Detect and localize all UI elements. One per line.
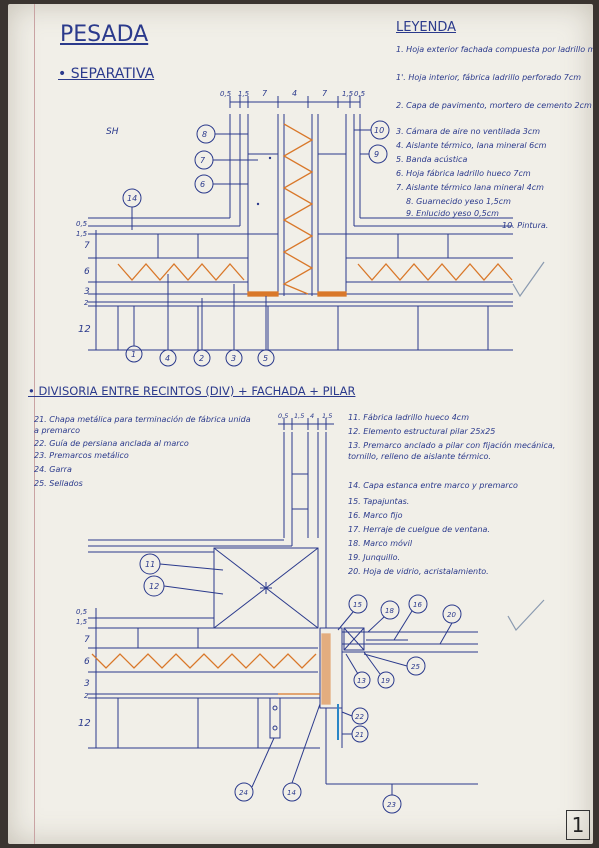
legend-item: 23. Premarcos metálico — [34, 451, 129, 460]
dim-label: 4 — [310, 412, 314, 420]
dim-label: 0,5 — [76, 220, 88, 228]
check-mark — [507, 599, 545, 632]
legend-item: 16. Marco fijo — [348, 511, 403, 520]
callout-number: 20 — [447, 611, 456, 619]
page-title: PESADA — [60, 22, 149, 47]
legend-item: 21. Chapa metálica para terminación de f… — [34, 415, 251, 435]
legend-item: 18. Marco móvil — [348, 539, 413, 548]
callout-number: 24 — [239, 789, 248, 797]
legend-item: 6. Hoja fábrica ladrillo hueco 7cm — [396, 169, 531, 178]
page-number: 1 — [566, 810, 590, 840]
dim-label: 0,5 — [76, 608, 88, 616]
insulation-floor — [91, 653, 317, 669]
callout-number: 19 — [381, 677, 390, 685]
legend-item: 11. Fábrica ladrillo hueco 4cm — [348, 413, 469, 422]
legend-item: 22. Guía de persiana anclada al marco — [34, 439, 189, 448]
dim-label: 7 — [322, 89, 328, 98]
callout-number: 14 — [127, 194, 137, 203]
dim-label: 3 — [84, 287, 90, 297]
section1-title: • SEPARATIVA — [58, 66, 155, 82]
legend-item: 12. Elemento estructural pilar 25x25 — [348, 427, 496, 436]
dim-label: 0,5 — [220, 90, 232, 98]
dim-label: 12 — [78, 718, 91, 729]
view-tag: SH — [106, 127, 119, 137]
dim-label: 6 — [84, 657, 90, 667]
legend-item: 14. Capa estanca entre marco y premarco — [348, 481, 518, 490]
dim-label: 2 — [84, 692, 89, 700]
legend-item: 19. Junquillo. — [348, 553, 401, 562]
callout-number: 1 — [131, 350, 136, 359]
dim-label: 1,5 — [342, 90, 354, 98]
callout-number: 25 — [411, 663, 420, 671]
insulation-floor-left — [117, 263, 245, 281]
legend-item: 1. Hoja exterior fachada compuesta por l… — [396, 45, 593, 54]
legend-item: 9. Enlucido yeso 0,5cm — [406, 209, 499, 218]
insulation-floor-right — [357, 263, 513, 281]
dim-label: 0,5 — [354, 90, 366, 98]
dim-label: 1,5 — [238, 90, 250, 98]
callout-number: 23 — [387, 801, 396, 809]
dim-label: 7 — [84, 241, 90, 251]
callout-number: 2 — [199, 354, 204, 363]
section1-drawing: 0,5 1,5 7 4 7 1,5 0,5 0,5 1,5 7 6 3 2 12… — [76, 89, 545, 367]
dim-label: 1,5 — [322, 412, 332, 420]
legend-item: 13. Premarco anclado a pilar con fijació… — [348, 441, 556, 461]
dim-label: 1,5 — [76, 618, 88, 626]
legend-item: 5. Banda acústica — [396, 155, 468, 164]
callout-number: 11 — [145, 560, 155, 569]
callout-number: 21 — [355, 731, 364, 739]
callout-number: 4 — [165, 354, 170, 363]
margin-line — [34, 4, 35, 844]
legend-item: 1'. Hoja interior, fábrica ladrillo perf… — [396, 73, 582, 82]
callout-number: 12 — [149, 582, 159, 591]
legend-item: 17. Herraje de cuelgue de ventana. — [348, 525, 490, 534]
callout-number: 3 — [231, 354, 236, 363]
callout-number: 6 — [200, 180, 205, 189]
dim-label: 3 — [84, 679, 90, 689]
legend-item: 24. Garra — [34, 465, 72, 474]
callout-number: 22 — [355, 713, 364, 721]
dim-label: 2 — [84, 299, 89, 307]
legend-item: 10. Pintura. — [502, 221, 549, 230]
check-mark — [512, 261, 545, 298]
notebook-page: PESADA LEYENDA • SEPARATIVA 1. Hoja exte… — [8, 4, 593, 844]
callout-number: 18 — [385, 607, 394, 615]
legend-item: 20. Hoja de vidrio, acristalamiento. — [348, 567, 489, 576]
legend-title: LEYENDA — [396, 20, 457, 35]
callout-number: 10 — [374, 126, 384, 135]
callout-number: 5 — [263, 354, 268, 363]
callout-number: 15 — [353, 601, 362, 609]
legend-item: 7. Aislante térmico lana mineral 4cm — [396, 183, 544, 192]
dim-label: 1,5 — [294, 412, 304, 420]
dim-label: 12 — [78, 324, 91, 335]
callout-number: 8 — [202, 130, 207, 139]
legend-item: 15. Tapajuntas. — [348, 497, 410, 506]
legend-item: 8. Guarnecido yeso 1,5cm — [406, 197, 511, 206]
dim-label: 6 — [84, 267, 90, 277]
callout-number: 14 — [287, 789, 296, 797]
legend-item: 3. Cámara de aire no ventilada 3cm — [396, 127, 541, 136]
dim-label: 0,5 — [278, 412, 288, 420]
dim-label: 4 — [292, 89, 297, 98]
callout-number: 13 — [357, 677, 366, 685]
callout-number: 16 — [413, 601, 422, 609]
dim-label: 1,5 — [76, 230, 88, 238]
legend-item: 25. Sellados — [34, 479, 83, 488]
section2-drawing: 0,5 1,5 4 1,5 0,5 1,5 7 6 3 2 12 11 12 1… — [76, 412, 545, 814]
insulation-vertical — [282, 123, 314, 295]
section2-title: • DIVISORIA ENTRE RECINTOS (DIV) + FACHA… — [28, 384, 356, 398]
dim-label: 7 — [262, 89, 268, 98]
legend-item: 4. Aislante térmico, lana mineral 6cm — [396, 141, 547, 150]
legend-item: 2. Capa de pavimento, mortero de cemento… — [396, 101, 592, 110]
callout-number: 7 — [200, 156, 206, 165]
dim-label: 7 — [84, 635, 90, 645]
callout-number: 9 — [374, 150, 379, 159]
